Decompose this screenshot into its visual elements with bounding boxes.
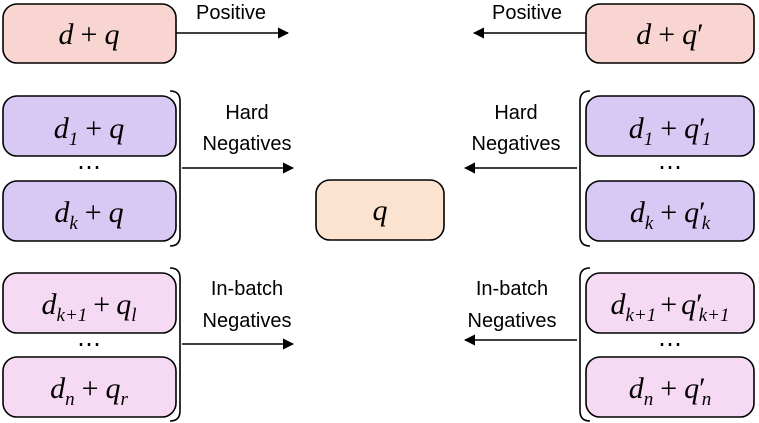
left-inbatch-label-1: In-batch (211, 278, 283, 300)
right-hard-rect-1 (585, 95, 755, 157)
right-inbatch-bracket (579, 267, 591, 422)
right-hard-box-1: d1+q′1 (585, 95, 755, 157)
right-inbatch-label-1: In-batch (476, 278, 548, 300)
right-inbatch-label-2: Negatives (468, 310, 557, 332)
left-hard-box-k: dk+q (2, 180, 177, 242)
left-inbatch-label-2: Negatives (203, 310, 292, 332)
left-positive-expr: d+q (59, 18, 120, 51)
left-positive-box: d+q (2, 3, 177, 64)
left-inbatch-bracket (169, 267, 181, 422)
right-hard-expr-k: dk+q′k (630, 196, 711, 234)
right-inbatch-rect-n (585, 356, 755, 418)
left-hard-rect-1 (2, 95, 177, 157)
left-hard-box-1: d1+q (2, 95, 177, 157)
left-hard-bracket (169, 90, 181, 247)
query-box: q (315, 179, 445, 241)
right-hard-label-1: Hard (494, 102, 537, 124)
query-symbol: q (373, 194, 388, 227)
right-inbatch-ellipsis: ⋯ (658, 332, 682, 358)
left-inbatch-ellipsis: ⋯ (77, 332, 101, 358)
left-inbatch-rect-n (2, 356, 177, 418)
left-hard-expr-k: dk+q (54, 196, 123, 234)
left-inbatch-expr-1: dk+1+ql (42, 288, 137, 326)
right-inbatch-box-1: dk+1+q′k+1 (585, 272, 755, 334)
left-inbatch-rect-1 (2, 272, 177, 334)
left-inbatch-expr-n: dn+qr (50, 372, 128, 410)
right-hard-label-2: Negatives (472, 133, 561, 155)
left-inbatch-box-1: dk+1+ql (2, 272, 177, 334)
right-inbatch-rect-1 (585, 272, 755, 334)
right-positive-expr: d+q′ (636, 18, 703, 51)
left-hard-label-1: Hard (225, 102, 268, 124)
query-rect (315, 179, 445, 241)
left-hard-ellipsis: ⋯ (77, 155, 101, 181)
left-hard-expr-1: d1+q (54, 112, 124, 150)
right-hard-bracket (579, 90, 591, 247)
right-inbatch-expr-1: dk+1+q′k+1 (610, 288, 729, 326)
right-hard-expr-1: d1+q′1 (629, 112, 711, 150)
right-inbatch-box-n: dn+q′n (585, 356, 755, 418)
right-hard-rect-k (585, 180, 755, 242)
right-positive-box: d+q′ (585, 3, 755, 64)
left-hard-rect-k (2, 180, 177, 242)
left-positive-label: Positive (196, 2, 266, 24)
right-positive-label: Positive (492, 2, 562, 24)
left-inbatch-box-n: dn+qr (2, 356, 177, 418)
left-hard-label-2: Negatives (203, 133, 292, 155)
right-hard-box-k: dk+q′k (585, 180, 755, 242)
right-hard-ellipsis: ⋯ (658, 155, 682, 181)
right-inbatch-expr-n: dn+q′n (629, 372, 711, 410)
